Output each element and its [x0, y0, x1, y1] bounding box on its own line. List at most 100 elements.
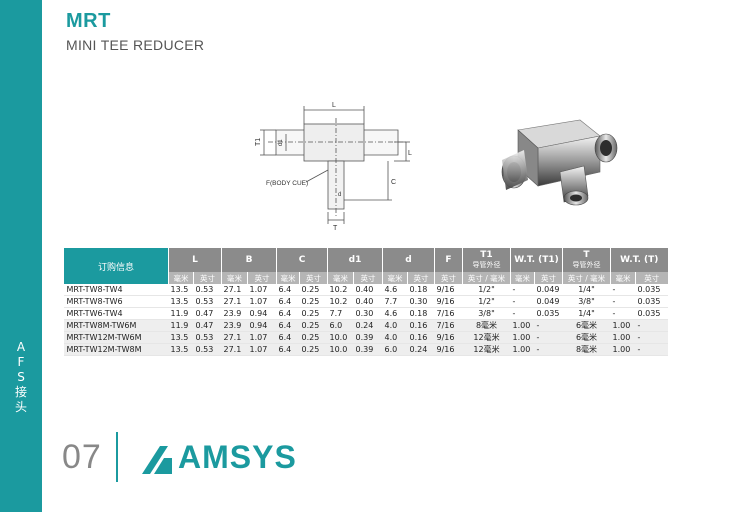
table-cell: 11.9 [168, 307, 194, 320]
table-cell: 0.53 [193, 295, 222, 308]
table-cell: 3/8" [462, 307, 511, 320]
table-cell: 13.5 [168, 331, 194, 344]
table-cell: 10.0 [327, 331, 354, 344]
unit-header-cell: 英寸 [534, 272, 563, 284]
table-cell: 0.25 [299, 295, 328, 308]
table-cell: 0.049 [534, 295, 563, 308]
dim-T1-label: T1 [255, 138, 262, 146]
table-cell: 8毫米 [462, 319, 511, 332]
unit-header-cell: 毫米 [510, 272, 535, 284]
table-cell: 0.25 [299, 343, 328, 356]
header-T-label: T [583, 250, 590, 260]
table-cell: 3/8" [562, 295, 611, 308]
brand-name: AMSYS [178, 439, 297, 475]
table-cell: 10.2 [327, 295, 354, 308]
table-cell: 1.00 [610, 319, 636, 332]
table-cell: - [510, 295, 535, 308]
table-cell: 6毫米 [562, 331, 611, 344]
unit-header-cell: 毫米 [221, 272, 248, 284]
part-number-cell: MRT-TW8-TW4 [63, 284, 169, 296]
table-cell: 7.7 [382, 295, 408, 308]
dim-L-label: L [332, 102, 336, 109]
header-WT-T: W.T. (T) [610, 248, 668, 272]
table-cell: - [635, 343, 668, 356]
table-cell: 7/16 [434, 307, 463, 320]
table-cell: 23.9 [221, 307, 248, 320]
table-cell: 0.30 [353, 307, 383, 320]
table-cell: - [534, 343, 563, 356]
table-cell: - [635, 319, 668, 332]
dim-L-right-label: L [408, 150, 412, 157]
table-cell: 0.25 [299, 307, 328, 320]
table-cell: 1.00 [510, 331, 535, 344]
tee-technical-drawing: L T1 d1 L C d T F(BODY CUE) [255, 102, 412, 230]
table-cell: 1/4" [562, 284, 611, 296]
table-cell: 13.5 [168, 284, 194, 296]
page-divider [116, 432, 118, 482]
table-cell: 0.47 [193, 319, 222, 332]
table-cell: 27.1 [221, 331, 248, 344]
header-B: B [221, 248, 277, 272]
table-cell: 9/16 [434, 331, 463, 344]
table-cell: 0.035 [534, 307, 563, 320]
table-cell: 6.0 [327, 319, 354, 332]
table-cell: 1/4" [562, 307, 611, 320]
table-cell: 0.25 [299, 284, 328, 296]
unit-header-cell: 毫米 [327, 272, 354, 284]
table-cell: - [635, 331, 668, 344]
table-cell: 27.1 [221, 343, 248, 356]
header-T1-sub: 导管外径 [472, 261, 501, 269]
table-cell: 0.24 [353, 319, 383, 332]
header-T1-label: T1 [480, 250, 493, 260]
unit-header-cell: 英寸 [353, 272, 383, 284]
header-F: F [434, 248, 463, 272]
table-cell: 7/16 [434, 319, 463, 332]
unit-header-cell: 英寸 [635, 272, 668, 284]
table-cell: 1.07 [247, 331, 277, 344]
unit-header-row: 毫米英寸毫米英寸毫米英寸毫米英寸毫米英寸英寸英寸 / 毫米毫米英寸英寸 / 毫米… [64, 272, 668, 284]
table-cell: 0.035 [635, 307, 668, 320]
table-cell: 6.4 [276, 343, 300, 356]
table-cell: 1.00 [610, 343, 636, 356]
table-cell: 9/16 [434, 343, 463, 356]
table-cell: - [610, 284, 636, 296]
table-cell: 0.94 [247, 319, 277, 332]
table-cell: 10.0 [327, 343, 354, 356]
table-cell: 10.2 [327, 284, 354, 296]
part-number-cell: MRT-TW12M-TW8M [63, 343, 169, 356]
table-cell: 0.53 [193, 343, 222, 356]
header-C: C [276, 248, 328, 272]
table-cell: 12毫米 [462, 331, 511, 344]
table-cell: 23.9 [221, 319, 248, 332]
table-cell: 0.40 [353, 284, 383, 296]
sidebar-band: A F S 接 头 [0, 0, 42, 512]
table-cell: 27.1 [221, 284, 248, 296]
unit-header-cell: 英寸 [407, 272, 435, 284]
unit-header-cell: 毫米 [276, 272, 300, 284]
dim-F-label: F(BODY CUE) [266, 180, 308, 187]
table-cell: 1.07 [247, 343, 277, 356]
header-T-sub: 导管外径 [572, 261, 601, 269]
dim-T-label: T [333, 225, 338, 230]
table-cell: 13.5 [168, 343, 194, 356]
table-cell: 9/16 [434, 295, 463, 308]
table-cell: 0.18 [407, 307, 435, 320]
table-cell: 0.035 [635, 284, 668, 296]
unit-header-cell: 毫米 [610, 272, 636, 284]
part-number-cell: MRT-TW6-TW4 [63, 307, 169, 320]
unit-header-cell: 毫米 [168, 272, 194, 284]
table-cell: 0.16 [407, 319, 435, 332]
sidebar-vertical-text: A F S 接 头 [0, 340, 42, 415]
sidebar-letter: F [17, 355, 25, 369]
amsys-logo-mark [142, 446, 172, 474]
table-cell: - [534, 319, 563, 332]
table-cell: 9/16 [434, 284, 463, 296]
table-cell: - [510, 284, 535, 296]
table-cell: 0.39 [353, 343, 383, 356]
